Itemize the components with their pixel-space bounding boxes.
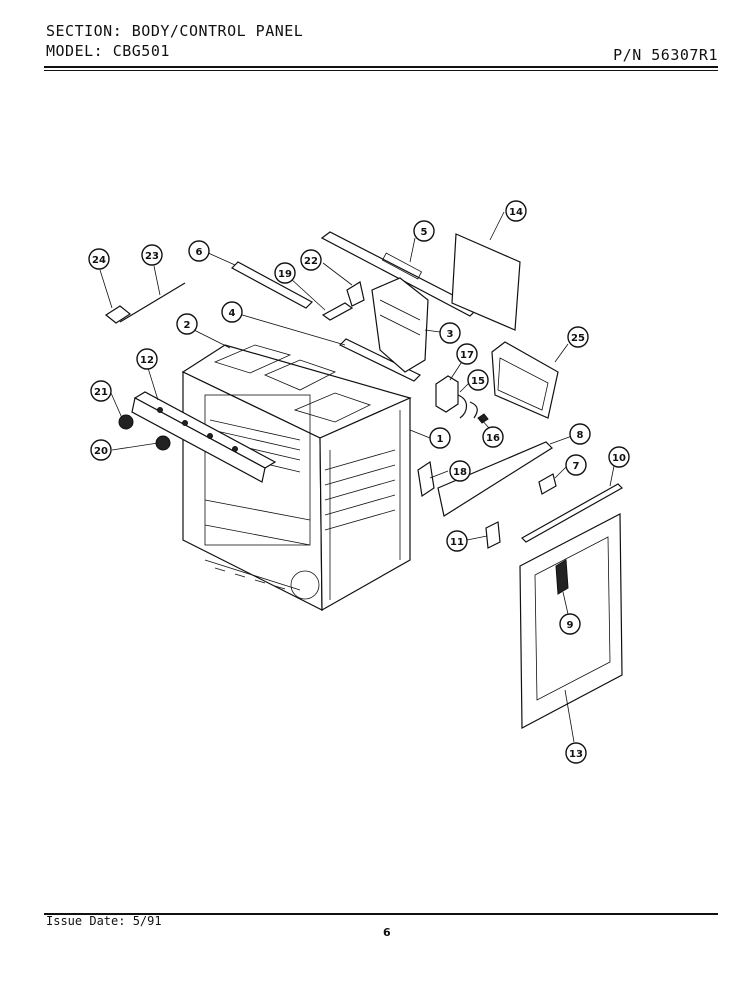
rail-8 [437, 441, 553, 517]
svg-text:19: 19 [278, 269, 292, 280]
svg-text:24: 24 [92, 255, 106, 266]
callout-23: 23 [141, 244, 163, 266]
callout-13: 13 [565, 742, 587, 764]
callout-7: 7 [565, 454, 587, 476]
module-17 [435, 375, 459, 413]
clip-11 [485, 521, 501, 549]
callout-22: 22 [300, 249, 322, 271]
svg-text:25: 25 [571, 333, 585, 344]
svg-text:16: 16 [486, 433, 500, 444]
svg-text:6: 6 [196, 247, 203, 258]
knob-21 [118, 414, 134, 430]
svg-text:13: 13 [569, 749, 583, 760]
bracket-19 [321, 302, 354, 321]
strip-4 [338, 338, 422, 382]
svg-text:14: 14 [509, 207, 523, 218]
plate-7 [538, 473, 557, 495]
svg-text:10: 10 [612, 453, 626, 464]
wire-15 [457, 394, 478, 419]
callout-25: 25 [567, 326, 589, 348]
model-line: MODEL: CBG501 [46, 42, 170, 60]
callout-5: 5 [413, 220, 435, 242]
page-number: 6 [383, 926, 391, 939]
plug-16 [477, 413, 489, 424]
callout-24: 24 [88, 248, 110, 270]
model-label: MODEL: [46, 42, 104, 60]
header-rule-thin [44, 70, 718, 71]
callout-4: 4 [221, 301, 243, 323]
door-hinge-9 [555, 559, 569, 595]
svg-text:1: 1 [437, 434, 444, 445]
issue-date: Issue Date: 5/91 [46, 914, 162, 928]
trim-10 [521, 483, 623, 543]
bracket-24 [104, 305, 132, 324]
svg-text:9: 9 [567, 620, 574, 631]
svg-text:23: 23 [145, 251, 159, 262]
section-line: SECTION: BODY/CONTROL PANEL [46, 22, 303, 40]
svg-text:20: 20 [94, 446, 108, 457]
callout-6: 6 [188, 240, 210, 262]
callout-8: 8 [569, 423, 591, 445]
svg-text:12: 12 [140, 355, 154, 366]
oven-body [181, 344, 412, 612]
bracket-22 [346, 281, 365, 307]
callout-3: 3 [439, 322, 461, 344]
svg-text:18: 18 [453, 467, 467, 478]
trim-6 [231, 261, 313, 309]
box-25 [491, 341, 559, 419]
callout-9: 9 [559, 613, 581, 635]
callout-2: 2 [176, 313, 198, 335]
svg-text:21: 21 [94, 387, 108, 398]
svg-text:22: 22 [304, 256, 318, 267]
svg-text:8: 8 [577, 430, 584, 441]
footer-rule [44, 913, 718, 915]
control-panel [131, 391, 277, 483]
section-value: BODY/CONTROL PANEL [131, 22, 304, 40]
svg-text:17: 17 [460, 350, 474, 361]
panel-14 [451, 233, 521, 331]
callout-16: 16 [482, 426, 504, 448]
svg-text:2: 2 [184, 320, 191, 331]
callout-11: 11 [446, 530, 468, 552]
callout-20: 20 [90, 439, 112, 461]
knob-20 [155, 435, 171, 451]
svg-text:5: 5 [421, 227, 428, 238]
callout-10: 10 [608, 446, 630, 468]
callout-21: 21 [90, 380, 112, 402]
header-rule [44, 66, 718, 68]
rod-23 [119, 282, 186, 323]
svg-text:7: 7 [573, 461, 580, 472]
svg-text:3: 3 [447, 329, 454, 340]
callout-18: 18 [449, 460, 471, 482]
part-number: P/N 56307R1 [613, 46, 718, 64]
svg-text:11: 11 [450, 537, 464, 548]
callout-19: 19 [274, 262, 296, 284]
callout-14: 14 [505, 200, 527, 222]
callout-12: 12 [136, 348, 158, 370]
callout-1: 1 [429, 427, 451, 449]
callout-17: 17 [456, 343, 478, 365]
svg-text:15: 15 [471, 376, 485, 387]
svg-text:4: 4 [229, 308, 236, 319]
section-label: SECTION: [46, 22, 123, 40]
callout-15: 15 [467, 369, 489, 391]
model-value: CBG501 [112, 42, 170, 60]
hinge-18 [417, 460, 435, 498]
